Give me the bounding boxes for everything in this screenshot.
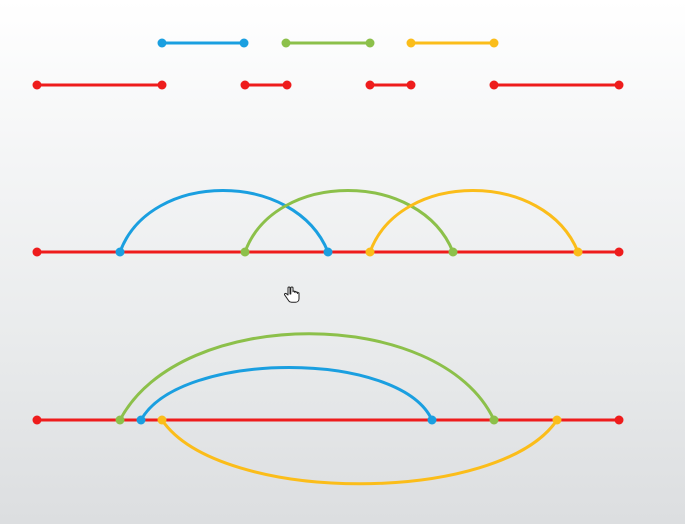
yellow-arc-middle [368,189,580,253]
nested-arcs-row [32,332,624,486]
yellow-arc-bottom [160,419,559,486]
green-segment [281,38,375,48]
red-segment-1 [32,80,167,90]
green-arc-middle [243,189,455,253]
red-segment-4 [489,80,624,90]
hand-pointer-icon [283,286,300,303]
blue-arc-bottom [139,366,434,421]
blue-arc-middle [118,189,330,253]
red-segment-2 [240,80,292,90]
overlapping-arcs-row [32,189,624,257]
blue-segment [157,38,249,48]
green-arc-bottom [118,332,496,421]
yellow-segment [406,38,499,48]
colored-segments-row [157,38,499,48]
red-segments-row [32,80,624,90]
red-segment-3 [365,80,416,90]
